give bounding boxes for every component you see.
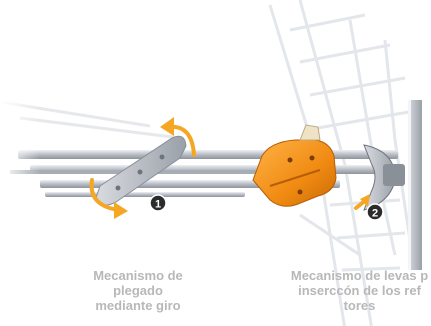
rotation-arrowhead-upper (160, 117, 174, 136)
edge-fade (0, 90, 40, 220)
antenna-boom (10, 150, 405, 197)
badge-1: 1 (149, 194, 167, 212)
rotation-arrow-lower (89, 178, 120, 212)
caption-2-line-2: inserccón de los ref (298, 283, 421, 298)
rotation-arrowhead-lower (114, 202, 128, 219)
orange-bracket (252, 124, 337, 207)
cam-mechanism (363, 144, 405, 211)
reflector-screen (268, 0, 421, 326)
caption-1-line-3: mediante giro (95, 298, 181, 313)
badge-2: 2 (366, 203, 384, 221)
caption-2-line-3: tores (343, 298, 376, 313)
badge-2-number: 2 (372, 208, 378, 220)
mast (408, 100, 422, 270)
caption-cam-mechanism: Mecanismo de levas p inserccón de los re… (272, 268, 431, 313)
caption-folding-mechanism: Mecanismo de plegado mediante giro (78, 268, 198, 313)
pointer-arrow-2 (354, 194, 370, 210)
caption-1-line-1: Mecanismo de (93, 268, 183, 283)
badge-1-number: 1 (155, 199, 161, 211)
caption-1-line-2: plegado (113, 283, 163, 298)
caption-2-line-1: Mecanismo de levas p (290, 268, 429, 283)
